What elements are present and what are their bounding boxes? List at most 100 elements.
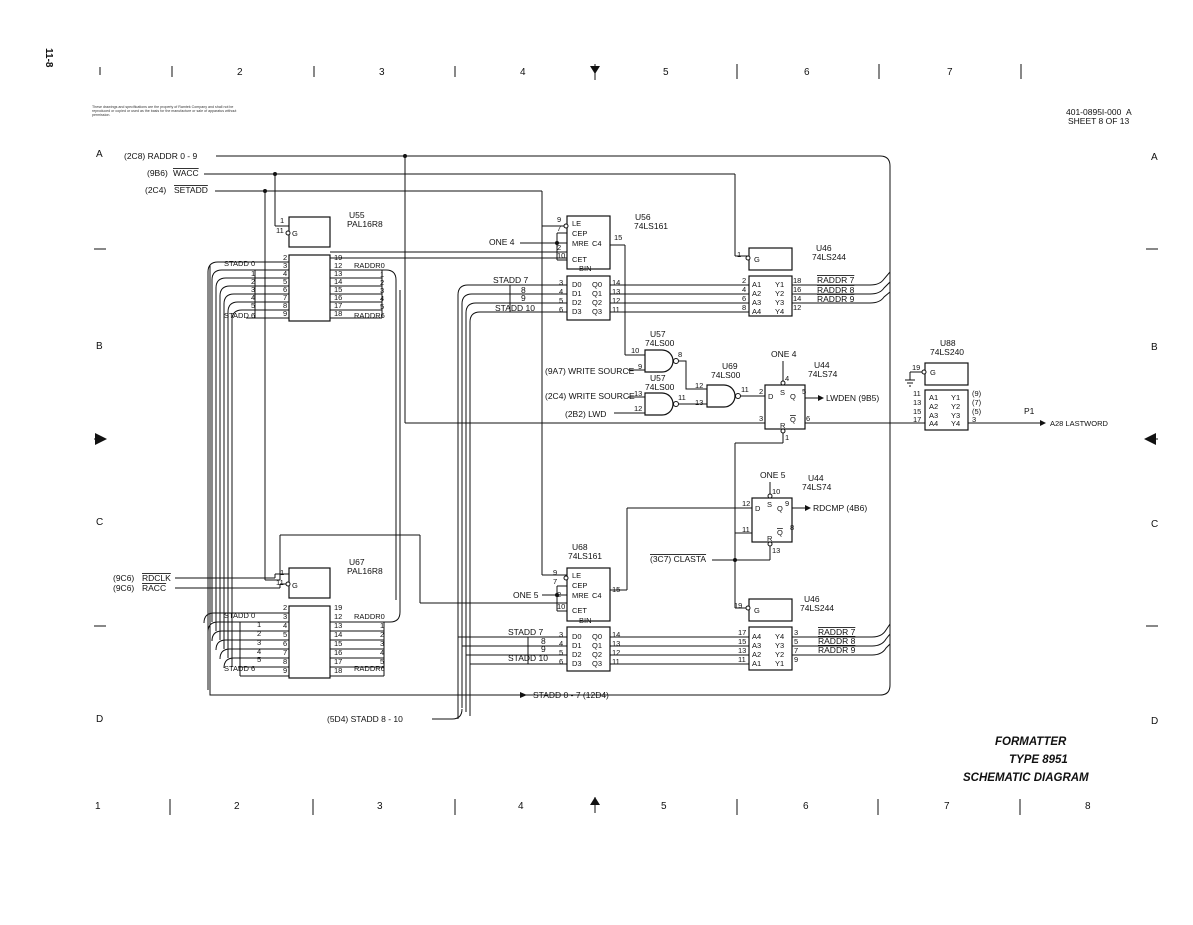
- proprietary-notice: These drawings and specifications are th…: [92, 105, 237, 118]
- svg-text:Y1: Y1: [775, 280, 784, 289]
- svg-text:11: 11: [612, 305, 620, 314]
- svg-text:3: 3: [380, 639, 384, 648]
- svg-text:RACC: RACC: [142, 583, 166, 593]
- svg-text:Y3: Y3: [775, 298, 784, 307]
- svg-text:19: 19: [734, 601, 742, 610]
- p1-label: P1: [1024, 406, 1035, 416]
- svg-text:3: 3: [794, 628, 798, 637]
- u56-stadd7: STADD 7: [493, 275, 529, 285]
- u55-ref: U55: [349, 210, 365, 220]
- u44b-one5: ONE 5: [760, 470, 786, 480]
- lwd-label: (2B2) LWD: [565, 409, 606, 419]
- svg-text:15: 15: [334, 285, 342, 294]
- svg-text:Q0: Q0: [592, 632, 602, 641]
- svg-text:A3: A3: [752, 298, 761, 307]
- svg-text:14: 14: [334, 630, 342, 639]
- svg-text:D0: D0: [572, 632, 582, 641]
- svg-text:3: 3: [257, 638, 261, 647]
- svg-text:C4: C4: [592, 591, 602, 600]
- svg-text:D1: D1: [572, 289, 582, 298]
- u67-raddr6: RADDR6: [354, 664, 385, 673]
- svg-text:7: 7: [794, 646, 798, 655]
- u44-flipflop-top: ONE 4 4 S D Q Q R 1 2 3 5 6 U44 74LS74: [759, 349, 838, 442]
- u46-buffer-bottom: 19 G 17 15 13 11 A4 A3 A2 A1 Y4 Y3 Y2 Y1…: [734, 594, 856, 671]
- svg-text:1: 1: [251, 269, 255, 278]
- svg-text:G: G: [754, 255, 760, 264]
- zone-ruler-top: 2 3 4 5 6 7: [99, 64, 1022, 80]
- svg-text:2: 2: [237, 67, 243, 78]
- svg-text:7: 7: [283, 293, 287, 302]
- svg-text:5: 5: [559, 648, 563, 657]
- svg-text:8: 8: [742, 303, 746, 312]
- svg-text:3: 3: [379, 67, 385, 78]
- u56-one4: ONE 4: [489, 237, 515, 247]
- svg-text:4: 4: [785, 374, 789, 383]
- svg-text:C4: C4: [592, 239, 602, 248]
- svg-text:16: 16: [334, 293, 342, 302]
- svg-text:6: 6: [803, 801, 809, 812]
- svg-text:14: 14: [334, 277, 342, 286]
- svg-text:7: 7: [944, 801, 950, 812]
- svg-text:D: D: [768, 392, 774, 401]
- svg-text:5: 5: [283, 277, 287, 286]
- svg-text:D3: D3: [572, 307, 582, 316]
- svg-text:4: 4: [257, 647, 261, 656]
- svg-text:8: 8: [283, 301, 287, 310]
- svg-text:15: 15: [614, 233, 622, 242]
- svg-text:12: 12: [742, 499, 750, 508]
- svg-text:R: R: [767, 534, 773, 543]
- svg-text:1: 1: [95, 801, 101, 812]
- svg-text:13: 13: [612, 287, 620, 296]
- svg-text:LE: LE: [572, 571, 581, 580]
- doc-number: 401-0895I-000: [1066, 107, 1122, 117]
- svg-text:12: 12: [334, 261, 342, 270]
- svg-text:4: 4: [251, 293, 255, 302]
- svg-text:1: 1: [280, 216, 284, 225]
- u88-ref: U88: [940, 338, 956, 348]
- u55-raddr6: RADDR6: [354, 311, 385, 320]
- svg-text:16: 16: [334, 648, 342, 657]
- svg-text:Q: Q: [790, 415, 796, 424]
- svg-text:8: 8: [283, 657, 287, 666]
- u46a-ref: U46: [816, 243, 832, 253]
- svg-text:(7): (7): [972, 398, 982, 407]
- svg-text:18: 18: [793, 276, 801, 285]
- u44a-ref: U44: [814, 360, 830, 370]
- svg-text:10: 10: [557, 251, 565, 260]
- wacc-label: WACC: [173, 168, 199, 178]
- svg-text:11: 11: [742, 525, 750, 534]
- svg-text:Q2: Q2: [592, 298, 602, 307]
- svg-text:2: 2: [759, 387, 763, 396]
- u57a-part: 74LS00: [645, 338, 675, 348]
- svg-text:MRE: MRE: [572, 591, 589, 600]
- svg-text:5: 5: [380, 657, 384, 666]
- svg-text:12: 12: [695, 381, 703, 390]
- svg-text:5: 5: [559, 296, 563, 305]
- svg-text:Y1: Y1: [775, 659, 784, 668]
- svg-text:17: 17: [334, 301, 342, 310]
- svg-text:17: 17: [913, 415, 921, 424]
- u68-ref: U68: [572, 542, 588, 552]
- u68-one5: ONE 5: [513, 590, 539, 600]
- svg-text:4: 4: [518, 801, 524, 812]
- svg-text:1: 1: [737, 250, 741, 259]
- svg-text:C: C: [96, 517, 103, 528]
- u67-raddr0: RADDR0: [354, 612, 385, 621]
- svg-text:12: 12: [334, 612, 342, 621]
- svg-text:C: C: [1151, 519, 1158, 530]
- u57-nand-a: 10 9 8 U57 74LS00: [631, 329, 682, 373]
- svg-text:9: 9: [638, 362, 642, 371]
- svg-text:11: 11: [913, 389, 921, 398]
- svg-text:Y4: Y4: [951, 419, 960, 428]
- svg-text:18: 18: [334, 309, 342, 318]
- svg-text:5: 5: [802, 387, 806, 396]
- svg-text:4: 4: [283, 621, 287, 630]
- svg-text:11: 11: [741, 385, 749, 394]
- svg-text:9: 9: [521, 293, 526, 303]
- svg-text:14: 14: [612, 630, 620, 639]
- u44b-part: 74LS74: [802, 482, 832, 492]
- u56-part: 74LS161: [634, 221, 668, 231]
- u68-stadd7: STADD 7: [508, 627, 544, 637]
- svg-text:S: S: [780, 388, 785, 397]
- svg-text:D: D: [96, 714, 103, 725]
